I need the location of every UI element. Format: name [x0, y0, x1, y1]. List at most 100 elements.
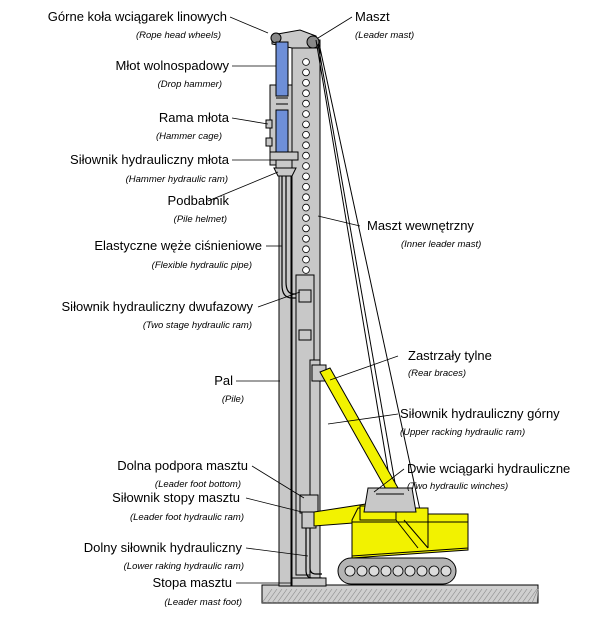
ground-hatch-line	[456, 588, 468, 604]
label-leader-foot-hydraulic-ram: Siłownik stopy masztu	[112, 490, 240, 505]
ground-hatch-line	[451, 588, 463, 604]
ground-hatch-line	[386, 588, 398, 604]
mast-hole	[302, 58, 310, 66]
label-lower-raking-hydraulic-ram-en: (Lower raking hydraulic ram)	[124, 561, 244, 572]
rear-brace-cables	[315, 39, 421, 511]
ground-hatch-line	[426, 588, 438, 604]
mast-hole	[302, 214, 310, 222]
ground-hatch-line	[311, 588, 323, 604]
track-wheel	[368, 565, 380, 577]
ground-hatch-line	[536, 588, 539, 604]
ground-hatch-line	[416, 588, 428, 604]
mast-hole	[302, 203, 310, 212]
mast-hole	[302, 68, 310, 77]
label-hammer-hydraulic-ram: Siłownik hydrauliczny młota	[70, 152, 230, 167]
label-inner-leader-mast-en: (Inner leader mast)	[401, 239, 481, 250]
ground-hatch-line	[341, 588, 353, 604]
ground-hatch-line	[291, 588, 303, 604]
ground-hatch-line	[271, 588, 283, 604]
mast-hole	[302, 141, 310, 150]
label-rope-head-wheels-en: (Rope head wheels)	[136, 30, 221, 41]
ground-hatch-line	[266, 588, 278, 604]
ground-hatch-line	[481, 588, 493, 604]
label-rope-head-wheels: Górne koła wciągarek linowych	[48, 9, 227, 24]
crawler-machine-shape	[337, 487, 469, 585]
track-wheel	[404, 565, 416, 577]
label-hammer-hydraulic-ram-en: (Hammer hydraulic ram)	[126, 174, 228, 185]
label-inner-leader-mast: Maszt wewnętrzny	[367, 218, 474, 233]
track-wheel	[416, 565, 428, 577]
label-lower-raking-hydraulic-ram: Dolny siłownik hydrauliczny	[84, 540, 243, 555]
hammer-ram-shape	[269, 151, 299, 169]
ground-hatch-line	[441, 588, 453, 604]
ground-hatch-line	[436, 588, 448, 604]
label-leader-mast-foot: Stopa masztu	[153, 575, 233, 590]
ground-hatch-line	[501, 588, 513, 604]
label-upper-racking-hydraulic-ram: Siłownik hydrauliczny górny	[400, 406, 560, 421]
label-hammer-cage: Rama młota	[159, 110, 230, 125]
ground-hatch-line	[276, 588, 288, 604]
ground-hatch-line	[331, 588, 343, 604]
label-two-hydraulic-winches: Dwie wciągarki hydrauliczne	[407, 461, 570, 476]
ground-hatch-line	[301, 588, 313, 604]
label-drop-hammer: Młot wolnospadowy	[116, 58, 230, 73]
mast-hole	[302, 235, 310, 243]
mast-hole	[302, 183, 310, 191]
ground-hatch-line	[511, 588, 523, 604]
track-wheel	[356, 565, 368, 577]
label-two-stage-hydraulic-ram-en: (Two stage hydraulic ram)	[143, 320, 252, 331]
pile-shape	[278, 165, 292, 587]
labels: Górne koła wciągarek linowych (Rope head…	[48, 9, 571, 608]
track-wheel	[380, 565, 392, 577]
ground-hatch-line	[506, 588, 518, 604]
mast-hole	[302, 110, 310, 118]
label-pile-helmet-en: (Pile helmet)	[174, 214, 227, 225]
label-pile: Pal	[214, 373, 233, 388]
mast-hole	[302, 193, 310, 202]
ground-hatch-line	[336, 588, 348, 604]
ground-hatch-line	[361, 588, 373, 604]
ground	[261, 584, 539, 604]
ground-hatch-line	[286, 588, 298, 604]
ground-hatch-line	[496, 588, 508, 604]
label-drop-hammer-en: (Drop hammer)	[158, 79, 222, 90]
ground-hatch-line	[391, 588, 403, 604]
leader-foot-shape	[291, 494, 367, 587]
label-rear-braces-en: (Rear braces)	[408, 368, 466, 379]
track-wheel	[440, 565, 452, 577]
label-pile-helmet: Podbabnik	[168, 193, 230, 208]
ground-hatch-line	[366, 588, 378, 604]
mast-hole	[302, 151, 310, 160]
label-upper-racking-hydraulic-ram-en: (Upper racking hydraulic ram)	[400, 427, 525, 438]
label-leader-mast: Maszt	[355, 9, 390, 24]
label-flexible-hydraulic-pipe-en: (Flexible hydraulic pipe)	[152, 260, 252, 271]
ground-hatch-line	[431, 588, 443, 604]
ground-hatch-line	[446, 588, 458, 604]
pile-helmet-shape	[273, 167, 297, 177]
ground-hatch-line	[381, 588, 393, 604]
ground-hatch-line	[476, 588, 488, 604]
label-pile-en: (Pile)	[222, 394, 244, 405]
ground-hatch-line	[411, 588, 423, 604]
mast-hole	[302, 131, 310, 139]
ground-hatch-line	[296, 588, 308, 604]
track-wheel	[428, 565, 440, 577]
mast-hole	[302, 120, 310, 129]
ground-hatch-line	[406, 588, 418, 604]
label-leader-foot-bottom: Dolna podpora masztu	[117, 458, 248, 473]
ground-hatch-line	[346, 588, 358, 604]
ground-hatch-line	[486, 588, 498, 604]
mast-hole	[302, 172, 310, 181]
ground-hatch-line	[531, 588, 539, 604]
ground-hatch-line	[421, 588, 433, 604]
ground-hatch-line	[516, 588, 528, 604]
ground-hatch-line	[466, 588, 478, 604]
ground-hatch-line	[376, 588, 388, 604]
ground-hatch-line	[321, 588, 333, 604]
ground-hatch-line	[526, 588, 538, 604]
label-leader-foot-hydraulic-ram-en: (Leader foot hydraulic ram)	[130, 512, 244, 523]
ground-hatch-line	[401, 588, 413, 604]
track-wheel	[392, 565, 404, 577]
